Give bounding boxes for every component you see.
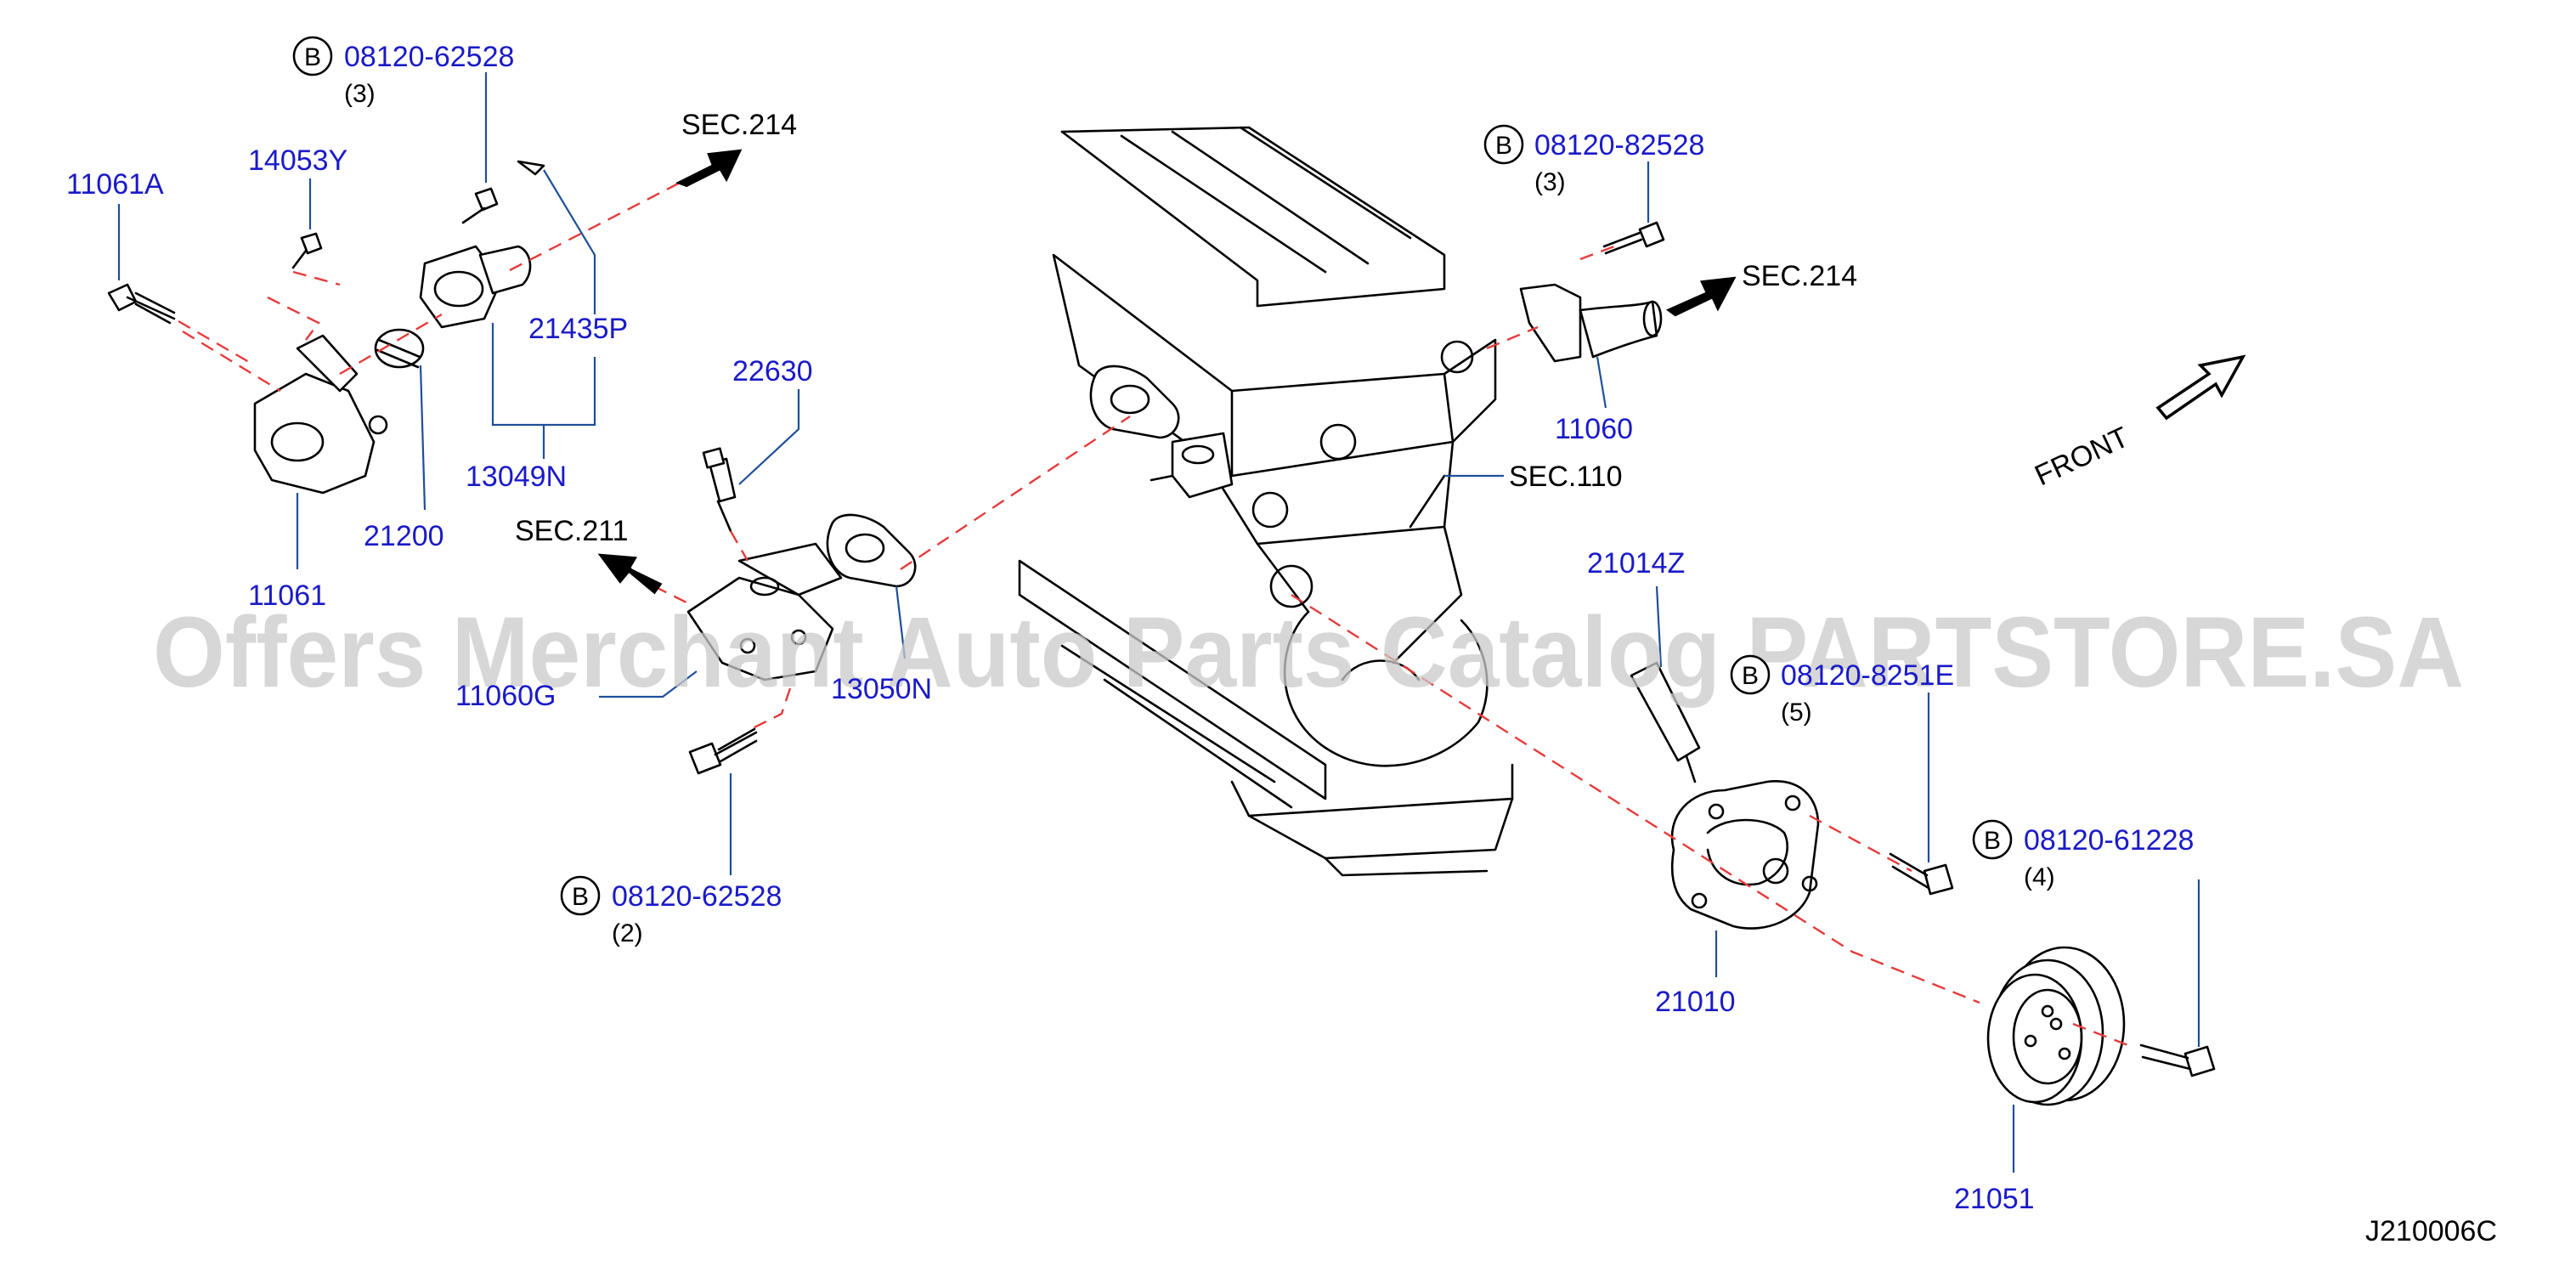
part-label-11061a[interactable]: 11061A — [66, 168, 164, 201]
bolt-b1-illustration — [461, 187, 499, 224]
part-number-link[interactable]: 08120-8251E — [1781, 659, 1954, 692]
part-label-21014z[interactable]: 21014Z — [1587, 547, 1685, 580]
bolt-letter: B — [572, 883, 589, 911]
quantity-label: (3) — [1534, 168, 1566, 196]
part-number-link[interactable]: 08120-82528 — [1534, 129, 1704, 161]
gasket-13050n-illustration — [826, 513, 917, 588]
bolt-letter-badge — [292, 36, 333, 76]
watermark: Offers Merchant Auto Parts Catalog PARTS… — [153, 597, 2464, 709]
quantity-label: (2) — [612, 919, 643, 947]
pulley-21051-illustration — [1986, 946, 2126, 1106]
thermostat-21200-illustration — [374, 328, 425, 369]
bolt-14053y-illustration — [291, 232, 323, 269]
part-label-21051[interactable]: 21051 — [1954, 1183, 2035, 1215]
part-label-13050n[interactable]: 13050N — [831, 673, 932, 705]
arrow-sec214-top — [675, 149, 743, 188]
bolt-callout-b1[interactable]: B 08120-62528 (3) — [292, 36, 514, 108]
quantity-label: (5) — [1781, 698, 1812, 727]
bolt-b3-illustration — [688, 727, 758, 775]
bolt-letter-badge — [1972, 819, 2013, 860]
part-number-link[interactable]: 08120-62528 — [344, 41, 514, 73]
gasket-upper-illustration — [1089, 365, 1180, 439]
bolt-callout-b2[interactable]: B 08120-82528 (3) — [1483, 124, 1704, 196]
section-ref-sec211[interactable]: SEC.211 — [515, 515, 629, 547]
part-label-11061[interactable]: 11061 — [248, 580, 326, 612]
quantity-label: (3) — [344, 80, 376, 108]
water-pump-21010-illustration — [1670, 780, 1820, 930]
part-number-link[interactable]: 08120-61228 — [2024, 824, 2194, 857]
assembly-dashed-lines — [178, 177, 2133, 1049]
leader-lines — [117, 72, 2200, 1173]
section-ref-sec214-top[interactable]: SEC.214 — [681, 109, 797, 141]
bolt-callout-b3[interactable]: B 08120-62528 (2) — [560, 875, 782, 947]
bolt-callout-b4[interactable]: B 08120-8251E (5) — [1730, 654, 1954, 727]
bolt-letter-badge — [1730, 654, 1771, 695]
bolt-letter-badge — [1483, 124, 1524, 165]
front-label: FRONT — [2030, 421, 2133, 492]
bolt-letter-badge — [560, 875, 601, 916]
gasket-21014z-illustration — [1630, 661, 1701, 783]
diagram-code: J210006C — [2365, 1215, 2497, 1247]
front-direction-arrow — [2155, 354, 2246, 421]
part-label-21435p[interactable]: 21435P — [528, 313, 628, 345]
bolt-b2-illustration — [1602, 221, 1665, 255]
bolt-b5-illustration — [2139, 1043, 2216, 1077]
part-number-link[interactable]: 08120-62528 — [612, 880, 782, 913]
part-label-22630[interactable]: 22630 — [732, 355, 813, 387]
bolt-11061a-illustration — [107, 283, 176, 325]
bolt-b4-illustration — [1889, 852, 1954, 896]
bolt-callout-b5[interactable]: B 08120-61228 (4) — [1972, 819, 2194, 891]
thermostat-housing-11061-illustration — [253, 334, 388, 495]
arrow-sec214-right — [1665, 276, 1737, 317]
bolt-letter: B — [1984, 827, 2001, 855]
part-label-21200[interactable]: 21200 — [364, 520, 444, 552]
water-outlet-13049n-illustration — [419, 245, 532, 329]
part-label-14053y[interactable]: 14053Y — [248, 144, 347, 177]
part-label-11060g[interactable]: 11060G — [455, 680, 556, 712]
bolt-letter: B — [1742, 662, 1759, 690]
arrow-sec211 — [597, 553, 663, 595]
bolt-letter: B — [304, 43, 321, 71]
sensor-22630-illustration — [702, 447, 737, 533]
part-label-21010[interactable]: 21010 — [1655, 986, 1736, 1018]
water-outlet-11060-illustration — [1519, 283, 1663, 363]
engine-block-illustration — [1018, 126, 1514, 877]
section-ref-sec214-right[interactable]: SEC.214 — [1742, 260, 1857, 292]
seal-21435p-illustration — [517, 160, 545, 176]
water-outlet-11060g-illustration — [686, 542, 843, 681]
part-label-11060[interactable]: 11060 — [1555, 413, 1633, 445]
quantity-label: (4) — [2024, 863, 2055, 891]
bolt-letter: B — [1495, 132, 1512, 160]
part-label-13049n[interactable]: 13049N — [466, 461, 567, 493]
section-ref-sec110[interactable]: SEC.110 — [1509, 461, 1623, 493]
